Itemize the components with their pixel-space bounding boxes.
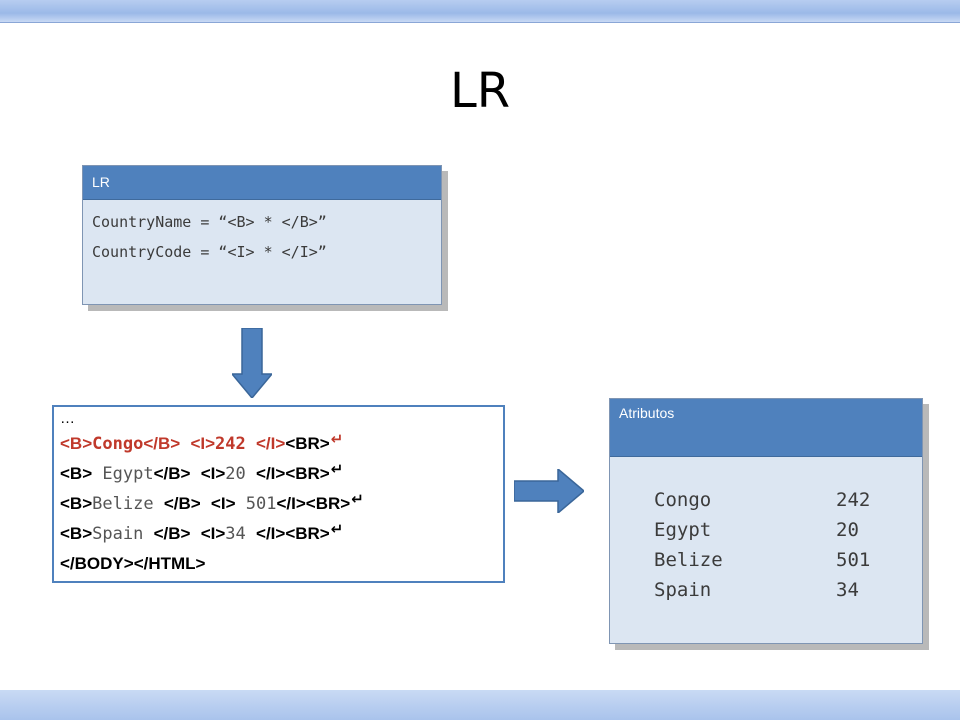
listing-row-spain: <B>Spain </B> <I>34 </I><BR>↵ [60, 519, 503, 549]
carriage-return-icon: ↵ [330, 460, 344, 478]
listing-row-egypt: <B> Egypt</B> <I>20 </I><BR>↵ [60, 459, 503, 489]
country-name: Egypt [102, 464, 154, 484]
lr-rule-country-name: CountryName = “<B> * </B>” [92, 213, 327, 231]
tag-b-close: </B> [163, 494, 201, 513]
attr-country-code: 242 [836, 489, 871, 511]
tag-br: <BR> [305, 494, 351, 513]
listing-row-belize: <B>Belize </B> <I> 501</I><BR>↵ [60, 489, 503, 519]
country-name: Spain [92, 524, 144, 544]
top-decor-bar [0, 0, 960, 23]
tag-i-close: </I> [256, 434, 286, 453]
tag-b-close: </B> [143, 434, 181, 453]
atributos-row: Egypt 20 [654, 515, 896, 545]
tag-body-html-close: </BODY></HTML> [60, 554, 206, 573]
attr-country-name: Belize [654, 549, 723, 571]
lr-rule-country-code: CountryCode = “<I> * </I>” [92, 243, 327, 261]
atributos-box-header: Atributos [610, 399, 922, 457]
country-code: 34 [225, 524, 246, 544]
down-arrow-icon [232, 328, 272, 398]
country-code: 20 [225, 464, 246, 484]
atributos-row: Congo 242 [654, 485, 896, 515]
atributos-box: Atributos Congo 242 Egypt 20 Belize 501 … [609, 398, 923, 644]
tag-b-close: </B> [153, 464, 191, 483]
tag-b-open: <B> [60, 464, 93, 483]
lr-box-body: CountryName = “<B> * </B>” CountryCode =… [83, 200, 441, 274]
tag-b-open: <B> [60, 494, 93, 513]
attr-country-name: Congo [654, 489, 712, 511]
tag-i-open: <I> [210, 494, 236, 513]
tag-b-open: <B> [60, 434, 93, 453]
listing-closing-tags: </BODY></HTML> [60, 549, 503, 579]
tag-br: <BR> [285, 524, 330, 543]
tag-br: <BR> [285, 464, 330, 483]
lr-box-header: LR [83, 166, 441, 200]
listing-row-congo: <B>Congo</B> <I>242 </I><BR>↵ [60, 429, 503, 459]
country-name: Congo [92, 434, 144, 454]
tag-i-close: </I> [256, 464, 286, 483]
tag-b-close: </B> [153, 524, 191, 543]
lr-box: LR CountryName = “<B> * </B>” CountryCod… [82, 165, 442, 305]
country-name: Belize [92, 494, 154, 514]
tag-i-open: <I> [200, 524, 226, 543]
tag-i-open: <I> [200, 464, 226, 483]
bottom-decor-bar [0, 690, 960, 720]
tag-i-close: </I> [276, 494, 306, 513]
tag-b-open: <B> [60, 524, 93, 543]
html-listing-box: … <B>Congo</B> <I>242 </I><BR>↵ <B> Egyp… [52, 405, 505, 583]
atributos-row: Belize 501 [654, 545, 896, 575]
tag-i-close: </I> [256, 524, 286, 543]
tag-br: <BR> [285, 434, 330, 453]
carriage-return-icon: ↵ [330, 430, 344, 448]
attr-country-code: 34 [836, 579, 859, 601]
atributos-row: Spain 34 [654, 575, 896, 605]
carriage-return-icon: ↵ [351, 490, 364, 508]
country-code: 242 [215, 434, 246, 454]
tag-i-open: <I> [190, 434, 216, 453]
atributos-table: Congo 242 Egypt 20 Belize 501 Spain 34 [654, 485, 896, 605]
country-code: 501 [245, 494, 277, 514]
carriage-return-icon: ↵ [330, 520, 344, 538]
attr-country-code: 20 [836, 519, 859, 541]
attr-country-code: 501 [836, 549, 871, 571]
attr-country-name: Spain [654, 579, 712, 601]
slide-title: LR [449, 63, 511, 119]
right-arrow-icon [514, 469, 584, 513]
attr-country-name: Egypt [654, 519, 712, 541]
listing-ellipsis: … [60, 410, 75, 427]
